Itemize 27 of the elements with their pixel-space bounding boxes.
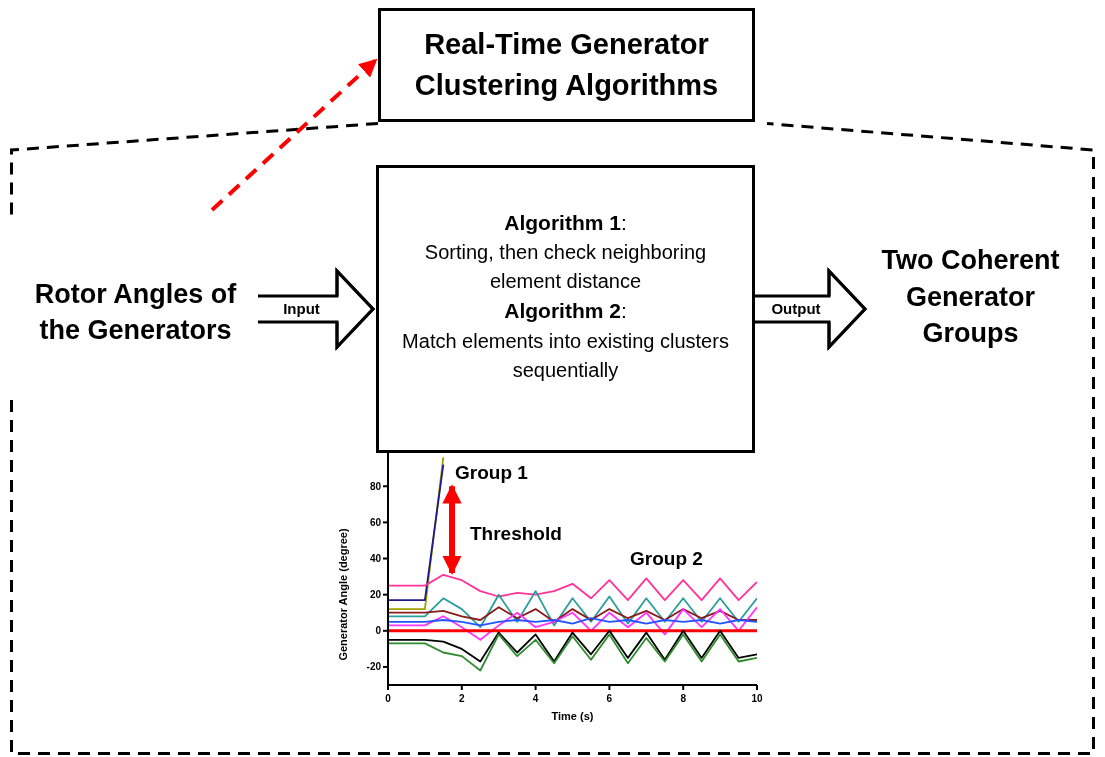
tick-label: 6	[606, 693, 613, 704]
title-box: Real-Time Generator Clustering Algorithms	[378, 8, 755, 122]
process-box	[376, 165, 755, 453]
axis-title: Time (s)	[551, 710, 594, 722]
algorithm-heading: Algorithm 1:	[503, 210, 628, 236]
tick-label: 8	[680, 693, 686, 704]
chart-annotation: Threshold	[470, 523, 562, 545]
node-label: Rotor Angles of the Generators	[13, 262, 258, 362]
tick-label: 80	[369, 480, 381, 492]
tick-label: 2	[459, 693, 465, 704]
node-label: Two Coherent Generator Groups	[868, 222, 1073, 372]
tick-label: 4	[532, 693, 539, 704]
algorithm-description: Sorting, then check neighboring element distance	[423, 240, 708, 295]
tick-label: 20	[369, 589, 381, 601]
tick-label: 10	[751, 693, 763, 704]
tick-label: 0	[375, 625, 381, 637]
axis-title: Generator Angle (degree)	[337, 528, 349, 661]
dashed-boundary-frame	[10, 122, 1095, 755]
chart-annotation: Group 1	[455, 462, 528, 484]
tick-label: 40	[369, 553, 381, 565]
algorithm-heading: Algorithm 2:	[503, 298, 628, 325]
algorithm-description: Match elements into existing clusters sequentially	[401, 328, 730, 383]
chart-annotation: Group 2	[630, 548, 703, 570]
tick-label: 0	[385, 693, 391, 704]
dashed-arrow	[210, 58, 378, 212]
tick-label: -20	[366, 661, 381, 673]
tick-label: 60	[369, 516, 381, 528]
